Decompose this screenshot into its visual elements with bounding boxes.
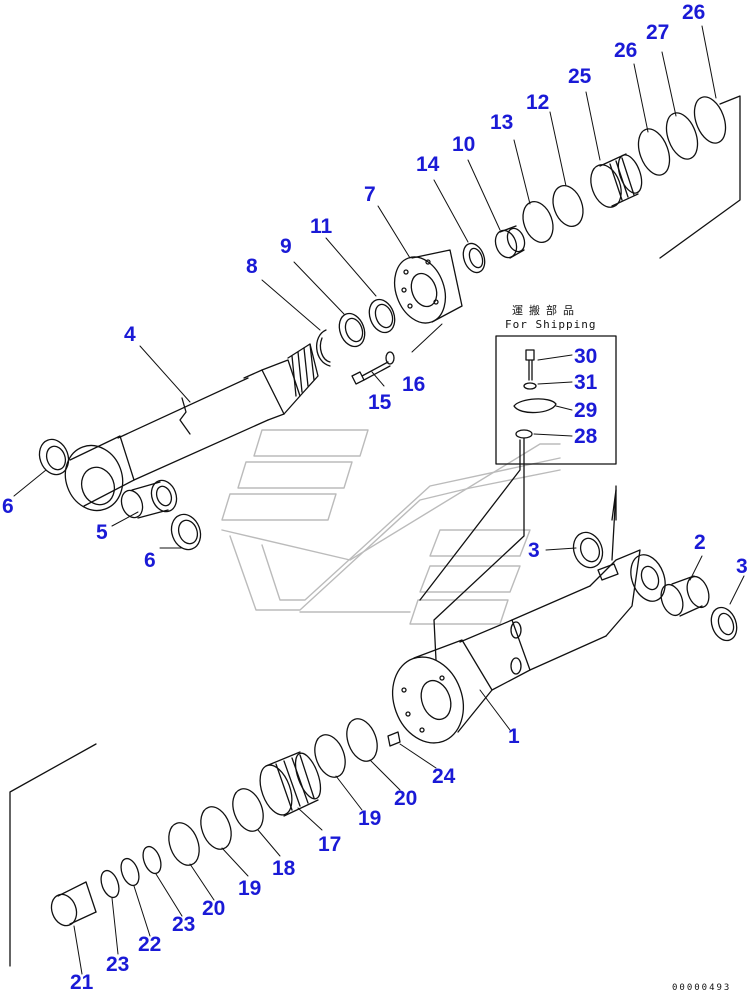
callout-5[interactable]: 5 (96, 521, 108, 544)
cylinder-head-part-7 (393, 249, 463, 324)
callout-27[interactable]: 27 (646, 21, 670, 44)
bushing-part-3-right (710, 606, 738, 642)
callout-8[interactable]: 8 (246, 255, 258, 278)
ring-part-13 (522, 201, 554, 243)
callout-11[interactable]: 11 (310, 215, 333, 238)
callout-24[interactable]: 24 (432, 765, 456, 788)
callout-26-a[interactable]: 26 (614, 39, 638, 62)
leader-lines (13, 25, 745, 975)
callout-3-b[interactable]: 3 (736, 555, 748, 578)
ring-part-22 (120, 857, 140, 887)
ring-part-23-upper (142, 845, 162, 875)
ring-part-14 (462, 242, 486, 274)
ring-part-12 (552, 185, 584, 227)
callout-18[interactable]: 18 (272, 857, 296, 880)
bushing-part-21 (50, 881, 97, 927)
callout-26-b[interactable]: 26 (682, 1, 706, 24)
callout-15[interactable]: 15 (368, 391, 392, 414)
callout-29[interactable]: 29 (574, 399, 598, 422)
ring-part-19-upper (314, 734, 346, 778)
callout-7[interactable]: 7 (364, 183, 376, 206)
callout-12[interactable]: 12 (526, 91, 550, 114)
callout-16[interactable]: 16 (402, 373, 426, 396)
callout-20-b[interactable]: 20 (202, 897, 226, 920)
callout-6-a[interactable]: 6 (2, 495, 14, 518)
shipping-box-frame (495, 335, 617, 465)
piston-part-17 (259, 751, 322, 817)
snap-ring-part-8 (316, 329, 331, 367)
ring-part-18 (232, 788, 264, 832)
callout-9[interactable]: 9 (280, 235, 292, 258)
callout-20-a[interactable]: 20 (394, 787, 418, 810)
callout-10[interactable]: 10 (452, 133, 476, 156)
callout-31[interactable]: 31 (574, 371, 598, 394)
bushing-part-2 (660, 575, 710, 617)
set-screw-part-24 (387, 731, 401, 747)
callout-23-b[interactable]: 23 (106, 953, 130, 976)
ring-part-20-upper (346, 718, 378, 762)
shipping-parts (513, 349, 557, 439)
watermark-logo (221, 429, 561, 625)
callout-25[interactable]: 25 (568, 65, 592, 88)
ring-part-20-lower (168, 822, 200, 866)
piston-rod-part-4 (64, 343, 319, 512)
ring-part-26-b (693, 96, 727, 144)
bushing-part-6-lower (170, 513, 202, 551)
callout-17[interactable]: 17 (318, 833, 342, 856)
bushing-part-6-upper (38, 438, 70, 476)
callout-22[interactable]: 22 (138, 933, 162, 956)
ring-part-19-lower (200, 806, 232, 850)
callout-19-b[interactable]: 19 (238, 877, 262, 900)
callout-6-b[interactable]: 6 (144, 549, 156, 572)
document-id: 00000493 (672, 983, 732, 993)
ring-part-27 (665, 112, 699, 160)
callout-13[interactable]: 13 (490, 111, 514, 134)
callout-30[interactable]: 30 (574, 345, 598, 368)
callout-4[interactable]: 4 (124, 323, 136, 346)
bolt-part-15 (351, 361, 391, 385)
callout-14[interactable]: 14 (416, 153, 440, 176)
callout-23-a[interactable]: 23 (172, 913, 196, 936)
bushing-part-5 (120, 479, 178, 519)
ring-part-9 (338, 312, 366, 348)
bushing-part-3-left (572, 531, 604, 569)
callout-1[interactable]: 1 (508, 725, 520, 748)
bushing-part-10 (494, 225, 526, 259)
shipping-label-jp: 運搬部品 (512, 304, 580, 317)
ring-part-11 (368, 298, 396, 334)
callout-21[interactable]: 21 (70, 971, 94, 994)
shipping-label-en: For Shipping (505, 318, 597, 331)
callout-19-a[interactable]: 19 (358, 807, 382, 830)
ring-part-23-lower (100, 869, 120, 899)
callout-3-a[interactable]: 3 (528, 539, 540, 562)
ring-part-26-a (637, 128, 671, 176)
washer-part-16 (385, 351, 395, 365)
axis-lines-lower (9, 485, 617, 967)
callout-28[interactable]: 28 (574, 425, 598, 448)
piston-part-25 (590, 153, 643, 208)
callout-2[interactable]: 2 (694, 531, 706, 554)
cylinder-tube-part-1 (392, 549, 666, 744)
